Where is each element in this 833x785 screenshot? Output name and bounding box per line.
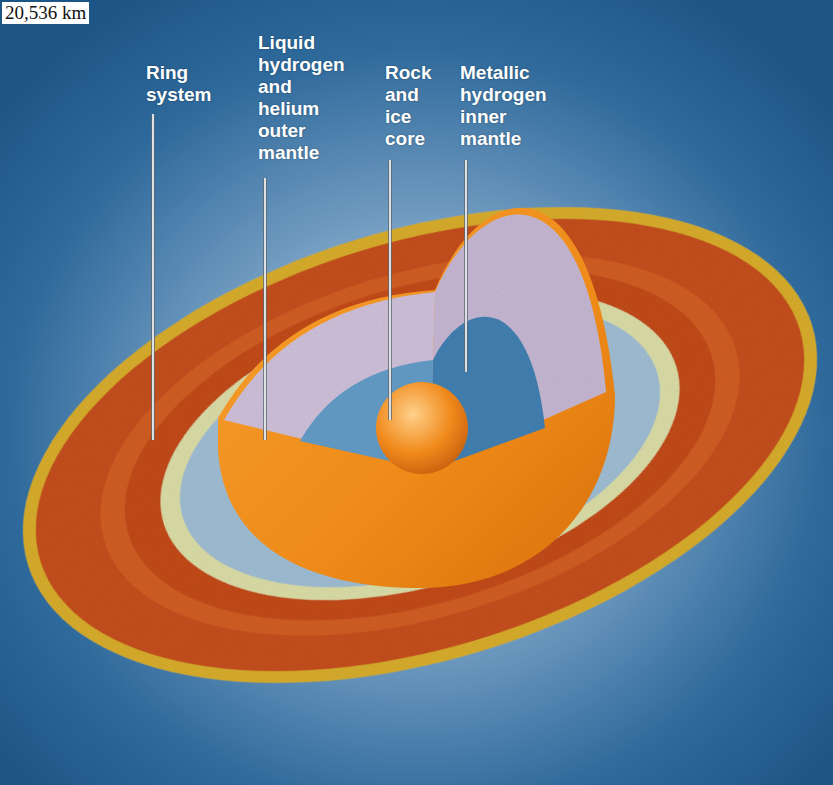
part-label: Metallic hydrogen inner mantle (460, 62, 547, 150)
part-label: Liquid hydrogen and helium outer mantle (258, 32, 345, 164)
part-label: Rock and ice core (385, 62, 431, 150)
planet-cutaway (218, 208, 615, 588)
part-label: Ring system (146, 62, 211, 106)
dimension-label: 20,536 km (2, 2, 89, 24)
ring-system-drawing (0, 120, 833, 771)
